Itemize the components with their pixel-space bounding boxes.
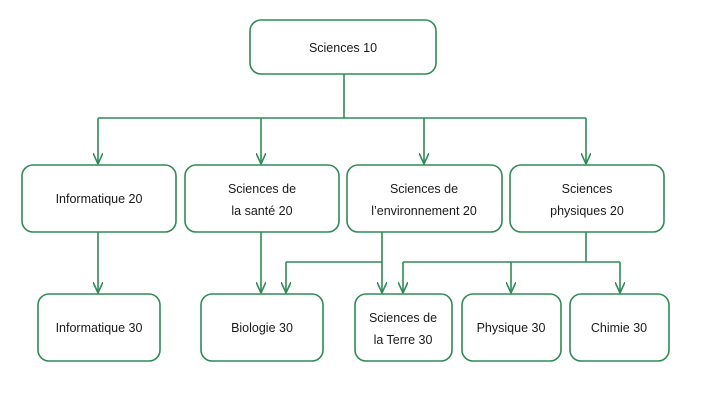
node-label-line: l’environnement 20 <box>371 204 477 218</box>
node-label-line: Biologie 30 <box>231 321 293 335</box>
node-box <box>184 164 340 233</box>
node-chimie-30: Chimie 30 <box>569 293 670 362</box>
connectors <box>98 74 620 293</box>
node-label-line: Sciences de <box>369 311 437 325</box>
node-box <box>509 164 665 233</box>
node-sciences-environnement-20: Sciences de l’environnement 20 <box>346 164 503 233</box>
node-label-line: Sciences <box>562 182 613 196</box>
node-box <box>21 164 177 233</box>
node-label-line: Physique 30 <box>477 321 546 335</box>
node-biologie-30: Biologie 30 <box>200 293 324 362</box>
node-label-line: Informatique 30 <box>56 321 143 335</box>
node-informatique-20: Informatique 20 <box>21 164 177 233</box>
node-sciences-terre-30: Sciences de la Terre 30 <box>354 293 453 362</box>
node-physique-30: Physique 30 <box>461 293 562 362</box>
node-box <box>461 293 562 362</box>
node-label-line: Sciences de <box>390 182 458 196</box>
node-label-line: Sciences de <box>228 182 296 196</box>
node-box <box>200 293 324 362</box>
node-box <box>37 293 161 362</box>
node-box <box>346 164 503 233</box>
node-sciences-physiques-20: Sciences physiques 20 <box>509 164 665 233</box>
node-label-line: Informatique 20 <box>56 192 143 206</box>
node-label-line: Chimie 30 <box>591 321 647 335</box>
node-label-line: physiques 20 <box>550 204 624 218</box>
node-sciences-10: Sciences 10 <box>249 19 437 75</box>
node-informatique-30: Informatique 30 <box>37 293 161 362</box>
node-box <box>249 19 437 75</box>
node-label-line: la santé 20 <box>231 204 292 218</box>
node-label-line: Sciences 10 <box>309 41 377 55</box>
node-box <box>354 293 453 362</box>
node-label-line: la Terre 30 <box>374 333 433 347</box>
node-sciences-sante-20: Sciences de la santé 20 <box>184 164 340 233</box>
node-box <box>569 293 670 362</box>
